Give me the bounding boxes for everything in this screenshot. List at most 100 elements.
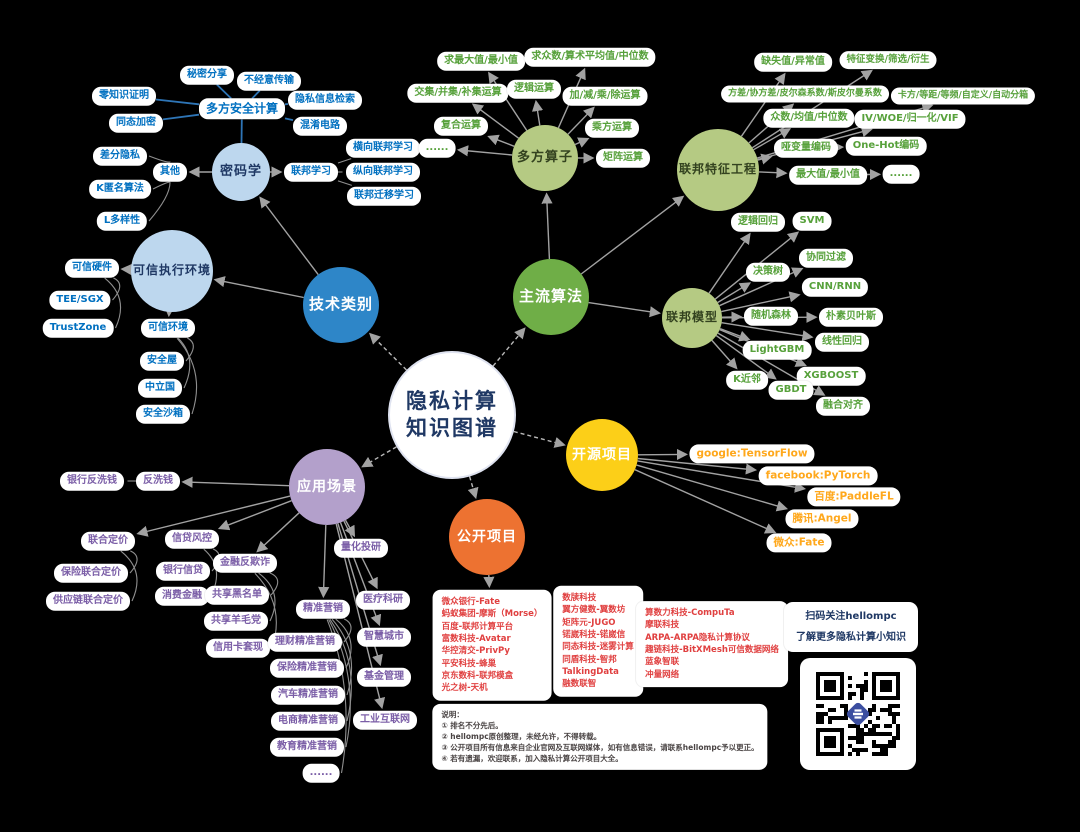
model-collaborative-filtering-text: 协同过滤 bbox=[806, 251, 846, 263]
federated-models-text: 联邦模型 bbox=[665, 310, 718, 325]
security-sandbox: 安全沙箱 bbox=[136, 404, 190, 424]
trustzone-text: TrustZone bbox=[49, 321, 107, 333]
k-anonymity: K匿名算法 bbox=[89, 179, 151, 199]
fe-feature-transform: 特征变换/筛选/衍生 bbox=[839, 51, 937, 69]
public-projects-list-3-text: 摩联科技 bbox=[645, 620, 680, 631]
app-medical-research-text: 医疗科研 bbox=[363, 593, 403, 605]
garbled-circuit: 混淆电路 bbox=[293, 116, 347, 136]
notes-box: 说明：① 排名不分先后。② hellompc原创整理，未经允许，不得转载。③ 公… bbox=[432, 703, 768, 771]
op-power: 乘方运算 bbox=[585, 118, 639, 138]
op-max-min-text: 求最大值/最小值 bbox=[444, 54, 518, 66]
vertical-fl-text: 纵向联邦学习 bbox=[353, 165, 413, 177]
edge-secure-multiparty-computation--garbled-circuit bbox=[284, 117, 294, 121]
edge-federated-learning--transfer-fl bbox=[337, 180, 352, 186]
tech-category: 技术类别 bbox=[303, 267, 379, 343]
os-angel-text: 腾讯:Angel bbox=[792, 512, 852, 525]
fe-variance-corr: 方差/协方差/皮尔森系数/斯皮尔曼系数 bbox=[721, 85, 889, 103]
model-collaborative-filtering: 协同过滤 bbox=[799, 248, 853, 268]
app-card-cashout: 信用卡套现 bbox=[206, 638, 270, 658]
edge-public-projects--public-projects-list-1 bbox=[483, 574, 495, 589]
fe-onehot-encoding-text: One-Hot编码 bbox=[852, 139, 920, 151]
app-precision-marketing-text: 精准营销 bbox=[303, 602, 343, 614]
edge-trusted-environment--security-sandbox bbox=[176, 337, 198, 415]
model-naive-bayes: 朴素贝叶斯 bbox=[819, 307, 883, 327]
center-topic-text: 知识图谱 bbox=[406, 416, 498, 440]
model-fusion-alignment-text: 融合对齐 bbox=[823, 399, 863, 411]
os-angel: 腾讯:Angel bbox=[785, 509, 859, 529]
other-tech-text: 其他 bbox=[160, 165, 180, 177]
fe-mode-mean-median: 众数/均值/中位数 bbox=[763, 108, 855, 128]
public-projects-list-1-text: 光之树-天机 bbox=[441, 682, 488, 693]
fe-iv-woe-text: IV/WOE/归一化/VIF bbox=[861, 112, 959, 124]
app-auto-marketing: 汽车精准营销 bbox=[271, 685, 345, 705]
model-decision-tree: 决策树 bbox=[746, 262, 790, 282]
oblivious-transfer: 不经意传输 bbox=[237, 71, 301, 91]
model-logistic-regression: 逻辑回归 bbox=[731, 212, 785, 232]
edge-secure-multiparty-computation--homomorphic-encryption bbox=[162, 113, 200, 121]
zero-knowledge-proof: 零知识证明 bbox=[92, 86, 156, 106]
trusted-environment-text: 可信环境 bbox=[148, 321, 188, 333]
app-aml-text: 反洗钱 bbox=[143, 474, 173, 486]
fe-missing-outlier-text: 缺失值/异常值 bbox=[761, 55, 825, 67]
public-projects: 公开项目 bbox=[449, 499, 525, 575]
app-precision-marketing: 精准营销 bbox=[296, 599, 350, 619]
op-max-min: 求最大值/最小值 bbox=[437, 51, 525, 71]
model-logistic-regression-text: 逻辑回归 bbox=[738, 215, 778, 227]
app-ellipsis-text: ...... bbox=[309, 766, 333, 778]
garbled-circuit-text: 混淆电路 bbox=[300, 119, 340, 131]
app-insurance-joint-pricing-text: 保险联合定价 bbox=[61, 566, 121, 578]
op-logic: 逻辑运算 bbox=[507, 79, 561, 99]
notes-box-text: ① 排名不分先后。 bbox=[441, 720, 503, 730]
federated-feature-engineering-text: 联邦特征工程 bbox=[678, 162, 757, 177]
follow-tip-text: 扫码关注hellompc bbox=[805, 611, 897, 622]
edge-federated-models--model-linear-regression bbox=[721, 322, 814, 342]
vertical-fl: 纵向联邦学习 bbox=[346, 162, 420, 182]
fe-ellipsis: ...... bbox=[882, 164, 920, 184]
app-insurance-joint-pricing: 保险联合定价 bbox=[54, 563, 128, 583]
app-fund-management-text: 基金管理 bbox=[364, 670, 404, 682]
edge-multiparty-operators--op-ellipsis bbox=[456, 145, 513, 157]
differential-privacy: 差分隐私 bbox=[93, 146, 147, 166]
edge-application-scenarios--app-credit-risk bbox=[217, 500, 292, 531]
edge-application-scenarios--app-quant-research bbox=[344, 519, 356, 538]
fe-max-min-text: 最大值/最小值 bbox=[796, 168, 860, 180]
tee-sgx: TEE/SGX bbox=[49, 290, 111, 310]
edge-trusted-hardware--trustzone bbox=[104, 277, 122, 329]
edge-secure-multiparty-computation--secret-sharing bbox=[216, 83, 232, 100]
app-ellipsis: ...... bbox=[302, 763, 340, 783]
edge-other-tech--k-anonymity bbox=[152, 181, 171, 190]
trustzone: TrustZone bbox=[42, 318, 114, 338]
multiparty-operators-text: 多方算子 bbox=[516, 149, 573, 165]
app-card-cashout-text: 信用卡套现 bbox=[213, 641, 263, 653]
federated-learning: 联邦学习 bbox=[284, 162, 338, 182]
edge-open-source-projects--os-fate bbox=[634, 469, 777, 534]
public-projects-list-2-text: 同态科技-迷雾计算 bbox=[562, 642, 634, 652]
oblivious-transfer-text: 不经意传输 bbox=[244, 74, 294, 86]
edge-application-scenarios--app-anti-fraud bbox=[256, 512, 300, 553]
edge-application-scenarios--app-joint-pricing bbox=[136, 495, 291, 537]
qr-code bbox=[800, 658, 916, 770]
open-source-projects: 开源项目 bbox=[566, 419, 638, 491]
op-mode-mean-median: 求众数/算术平均值/中位数 bbox=[524, 47, 656, 67]
edge-app-joint-pricing--app-insurance-joint-pricing bbox=[129, 550, 138, 574]
os-tensorflow-text: google:TensorFlow bbox=[696, 447, 808, 460]
app-medical-research: 医疗科研 bbox=[356, 590, 410, 610]
os-paddlefl: 百度:PaddleFL bbox=[807, 487, 901, 507]
app-quant-research-text: 量化投研 bbox=[341, 541, 381, 553]
public-projects-text: 公开项目 bbox=[457, 528, 517, 545]
app-aml: 反洗钱 bbox=[136, 471, 180, 491]
qr-pattern bbox=[816, 672, 900, 756]
os-paddlefl-text: 百度:PaddleFL bbox=[814, 490, 894, 503]
op-logic-text: 逻辑运算 bbox=[514, 82, 554, 94]
app-ecommerce-marketing: 电商精准营销 bbox=[271, 711, 345, 731]
edge-federated-models--model-logistic-regression bbox=[708, 232, 751, 294]
app-joint-pricing: 联合定价 bbox=[81, 531, 135, 551]
edge-other-tech--l-diversity bbox=[148, 182, 171, 222]
op-matrix-text: 矩阵运算 bbox=[603, 151, 643, 163]
edge-federated-feature-engineering--fe-max-min bbox=[758, 167, 788, 179]
fe-binning: 卡方/等距/等频/自定义/自动分箱 bbox=[890, 87, 1036, 105]
application-scenarios: 应用场景 bbox=[289, 449, 365, 525]
l-diversity: L多样性 bbox=[96, 211, 148, 231]
tech-category-text: 技术类别 bbox=[308, 295, 373, 314]
